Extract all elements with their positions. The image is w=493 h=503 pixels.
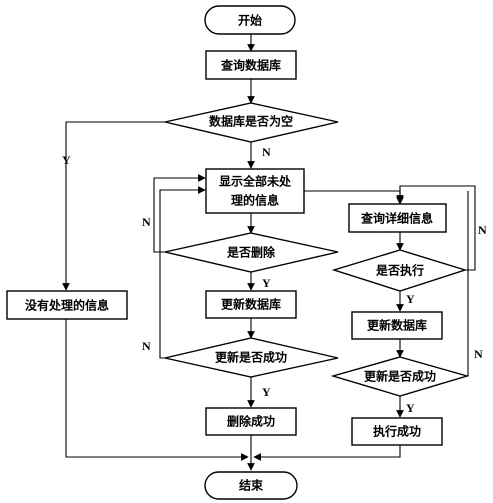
node-delete-decision: 是否删除 [164, 232, 339, 273]
edge-no-info-to-end [65, 319, 249, 461]
terminal-shape [204, 471, 298, 500]
node-execute-success: 执行成功 [351, 417, 443, 446]
start-label: 开始 [238, 13, 262, 28]
edge-update-fail-loop-right [465, 191, 469, 377]
decision-shape [164, 337, 339, 378]
process-shape [205, 290, 297, 319]
node-update-db-left: 更新数据库 [205, 290, 297, 319]
label-update-left-no: N [142, 339, 151, 353]
edges [62, 34, 476, 471]
edge-empty-yes-to-no-info [62, 121, 165, 291]
label-update-right-yes: Y [406, 401, 415, 415]
terminal-shape [204, 5, 296, 35]
process-shape [205, 168, 305, 214]
edge-executed-to-end [253, 445, 401, 461]
query-detail-label: 查询详细信息 [360, 211, 433, 226]
show-unprocessed-label-line1: 显示全部未处 [219, 174, 292, 189]
decision-shape [331, 249, 468, 292]
db-empty-label: 数据库是否为空 [209, 114, 293, 129]
label-delete-yes: Y [262, 276, 271, 290]
decision-shape [164, 102, 339, 143]
execute-decision-label: 是否执行 [375, 263, 424, 278]
label-update-left-yes: Y [262, 385, 271, 399]
process-shape [351, 417, 443, 446]
query-db-label: 查询数据库 [220, 58, 281, 73]
edge-execute-no-loop [396, 185, 476, 271]
process-shape [205, 50, 297, 80]
label-update-right-no: N [474, 347, 483, 361]
edge-delete-no-loop [153, 174, 206, 253]
update-success-right-label: 更新是否成功 [364, 369, 436, 384]
node-delete-success: 删除成功 [205, 407, 297, 436]
process-shape [205, 407, 297, 436]
end-label: 结束 [239, 478, 264, 493]
node-start: 开始 [204, 5, 296, 35]
update-success-left-label: 更新是否成功 [215, 350, 287, 365]
node-query-detail: 查询详细信息 [348, 203, 447, 233]
delete-decision-label: 是否删除 [226, 245, 276, 260]
update-db-right-label: 更新数据库 [367, 318, 427, 333]
label-delete-no: N [142, 215, 151, 229]
edge-show-to-query-detail [304, 190, 404, 205]
decision-shape [164, 232, 339, 273]
label-empty-yes: Y [62, 153, 71, 167]
node-update-db-right: 更新数据库 [351, 311, 443, 340]
decision-shape [330, 356, 470, 397]
node-update-success-right-decision: 更新是否成功 [330, 356, 470, 397]
edge-update-fail-loop-left [159, 186, 206, 359]
node-end: 结束 [204, 471, 298, 500]
label-execute-no: N [478, 223, 487, 237]
node-query-db: 查询数据库 [205, 50, 297, 80]
process-shape [351, 311, 443, 340]
process-shape [6, 290, 128, 320]
node-execute-decision: 是否执行 [331, 249, 468, 292]
node-update-success-left-decision: 更新是否成功 [164, 337, 339, 378]
execute-success-label: 执行成功 [373, 424, 421, 439]
show-unprocessed-label-line2: 理的信息 [231, 193, 279, 208]
node-show-unprocessed: 显示全部未处 理的信息 [205, 168, 305, 214]
update-db-left-label: 更新数据库 [221, 297, 281, 312]
label-execute-yes: Y [406, 292, 415, 306]
process-shape [348, 203, 447, 233]
node-no-info: 没有处理的信息 [6, 290, 128, 320]
delete-success-label: 删除成功 [227, 414, 275, 429]
node-db-empty-decision: 数据库是否为空 [164, 102, 339, 143]
edge-labels: Y N N Y N Y N Y N Y [62, 145, 487, 415]
no-info-label: 没有处理的信息 [25, 298, 109, 313]
label-empty-no: N [262, 145, 271, 159]
